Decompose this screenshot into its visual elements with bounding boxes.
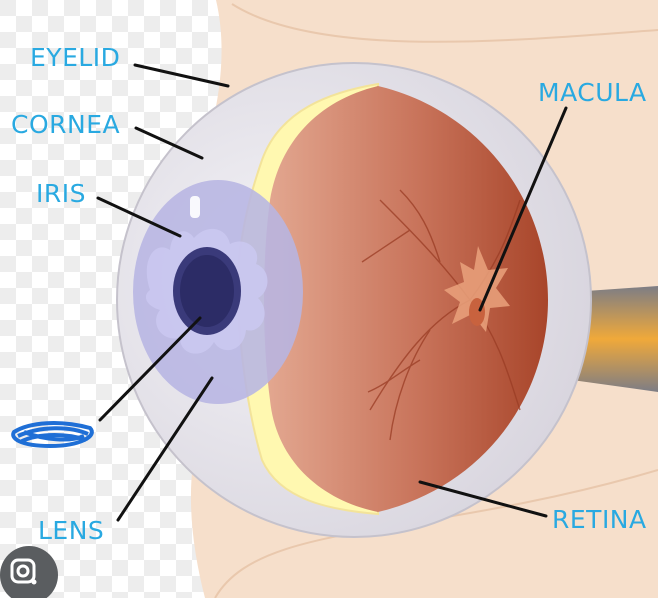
upper-eyelid	[231, 3, 658, 43]
lens-leader-upper	[98, 316, 202, 422]
optic-nerve	[572, 286, 658, 392]
cornea-leader	[134, 126, 204, 160]
eyelid-leader	[133, 63, 230, 88]
leader-lines	[96, 63, 568, 522]
iris-leader	[96, 196, 182, 238]
lens-leader-lower	[116, 376, 214, 522]
label-retina: RETINA	[552, 505, 647, 534]
lens-search-button[interactable]	[0, 546, 58, 598]
label-cornea: CORNEA	[11, 110, 121, 139]
retinal-vessels	[361, 189, 521, 441]
label-lens: LENS	[38, 516, 105, 545]
label-iris: IRIS	[36, 179, 86, 208]
blue-scribble	[11, 421, 94, 449]
macula-leader	[478, 106, 568, 312]
label-macula: MACULA	[538, 78, 647, 107]
retina-leader	[418, 480, 548, 518]
retina	[264, 86, 548, 512]
google-lens-icon	[6, 554, 40, 588]
pupil-inner	[180, 255, 234, 327]
label-eyelid: EYELID	[30, 43, 121, 72]
